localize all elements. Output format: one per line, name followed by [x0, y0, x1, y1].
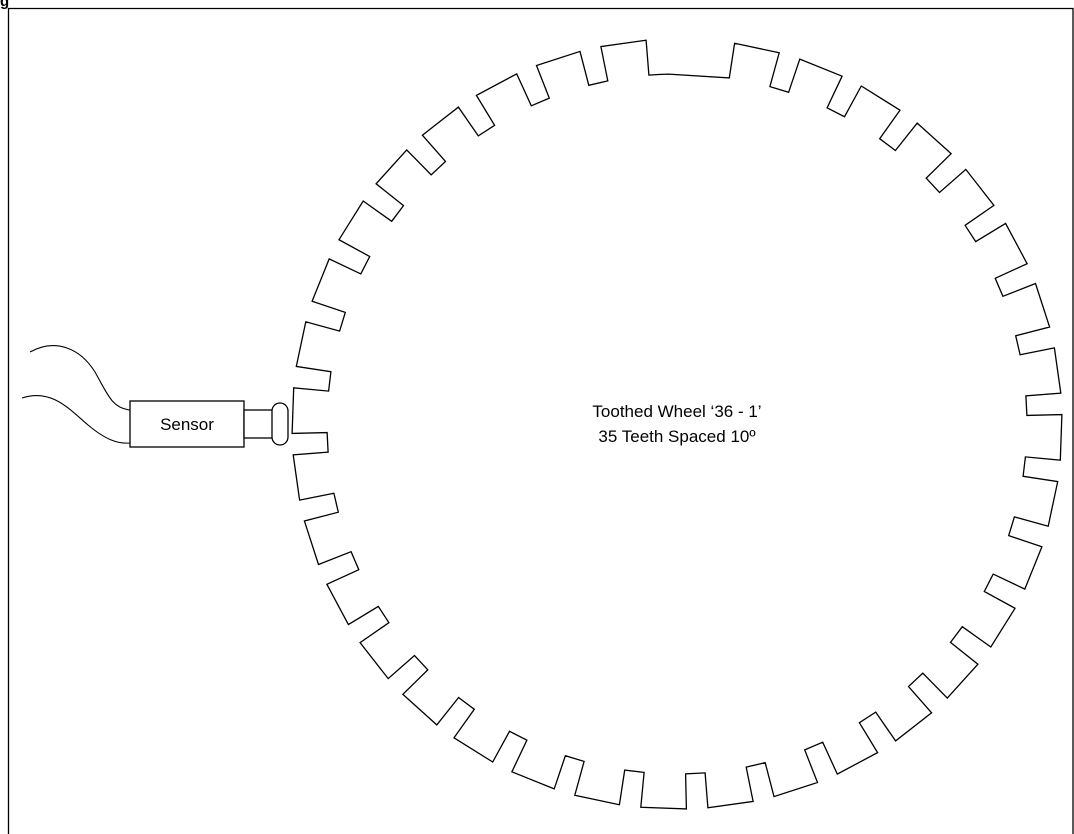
wheel-caption-line-1: Toothed Wheel ‘36 - 1’ — [592, 402, 761, 421]
figure-label: g — [0, 0, 10, 10]
sensor-tip — [271, 402, 289, 446]
sensor-body — [129, 400, 245, 448]
wheel-caption-line-2: 35 Teeth Spaced 10º — [598, 427, 755, 446]
sensor-label: Sensor — [160, 415, 214, 434]
sensor-cable-lower — [21, 394, 131, 444]
sensor-cable-upper — [29, 345, 131, 411]
toothed-wheel — [291, 39, 1063, 810]
figure-border — [7, 7, 1074, 834]
sensor-connector — [243, 409, 275, 439]
